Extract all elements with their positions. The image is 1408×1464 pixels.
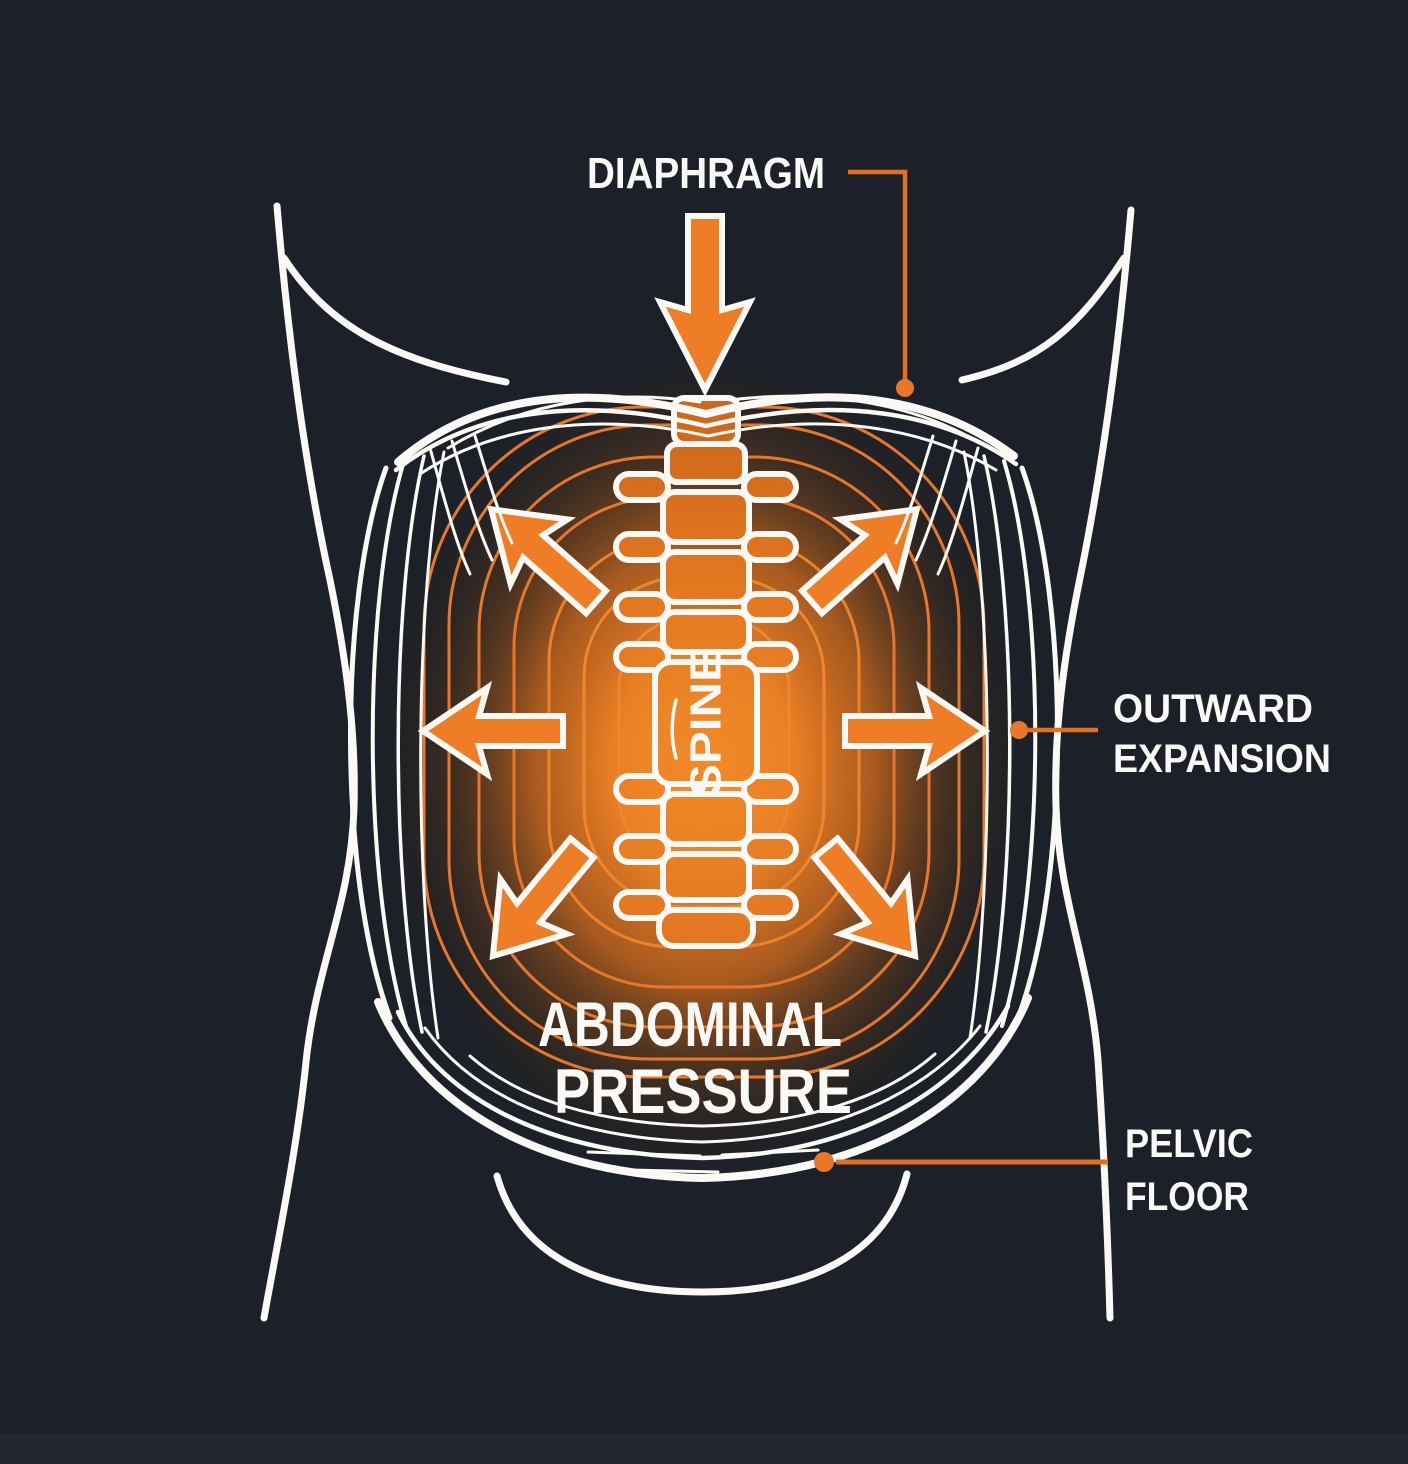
- outward-expansion-label-line1: OUTWARD: [1113, 687, 1313, 731]
- pelvic-floor-label-line1: PELVIC: [1125, 1122, 1253, 1166]
- abdominal-wall-right: [962, 450, 1060, 1040]
- outward-expansion-label-line2: EXPANSION: [1113, 737, 1331, 781]
- diaphragm-band: [393, 393, 1019, 476]
- arrow-right: [842, 680, 991, 782]
- abdominal-pressure-label-line1: ABDOMINAL: [538, 990, 842, 1060]
- outward-arrows: [417, 505, 991, 961]
- arrow-upper-right: [797, 505, 921, 618]
- pelvic-floor-band: [374, 994, 1032, 1183]
- spine-sacrum: [656, 907, 756, 949]
- diaphragm-leader-dot: [896, 379, 914, 397]
- pelvic-leader-dot: [814, 1152, 834, 1172]
- spine-label: SPINE: [682, 649, 731, 797]
- arrow-lower-right: [810, 834, 919, 961]
- chest-curve-right: [958, 254, 1128, 384]
- spine: SPINE: [613, 395, 799, 949]
- background-bottom-band: [0, 1434, 1408, 1464]
- outward-leader-dot: [1010, 721, 1028, 739]
- spine-knobs: [613, 471, 799, 921]
- abdominal-pressure-label-line2: PRESSURE: [554, 1057, 852, 1127]
- arrow-left: [417, 680, 566, 782]
- annotations: DIAPHRAGM OUTWARD EXPANSION ABDOMINAL PR…: [538, 149, 1331, 1219]
- vertebra-highlight-tick: [670, 698, 678, 760]
- arrow-lower-left: [489, 834, 598, 961]
- arrow-upper-left: [487, 505, 611, 618]
- pelvic-floor-label-line2: FLOOR: [1125, 1175, 1249, 1219]
- spine-labeled-vertebra: [652, 659, 760, 787]
- chest-curve-left: [280, 254, 510, 386]
- spine-vertebrae: [652, 441, 760, 949]
- diaphragm-label: DIAPHRAGM: [587, 149, 825, 198]
- diaphragm-down-arrow: [654, 213, 756, 397]
- torso-outline: [260, 202, 1135, 1322]
- diaphragm-leader-line: [848, 169, 908, 380]
- abdominal-wall-left: [348, 450, 446, 1040]
- groin-curve: [493, 1170, 911, 1296]
